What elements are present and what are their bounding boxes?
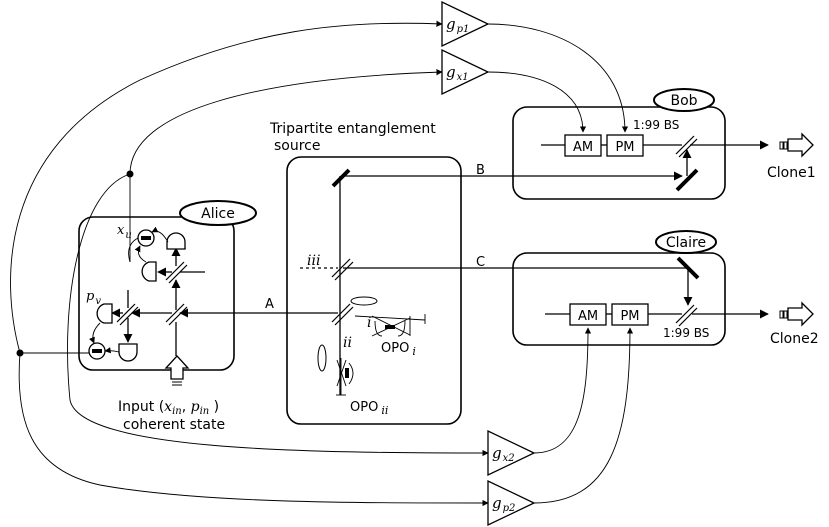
pv-junction-dot: [16, 349, 24, 357]
xu-junction-dot: [126, 170, 134, 178]
bob-label-oval: [653, 88, 715, 112]
alice-label-oval: [179, 200, 257, 226]
bob-bs-label: 1:99 BS: [633, 118, 679, 132]
beam-a-label: A: [265, 297, 274, 312]
gain-x1-label: gx1: [446, 63, 469, 83]
alice-detector-xu-left-icon: [141, 261, 157, 282]
bob-am-label: AM: [573, 140, 593, 155]
claire-bs-label: 1:99 BS: [663, 326, 709, 340]
claire-am-label: AM: [578, 309, 598, 324]
claire-pm-label: PM: [620, 309, 639, 324]
claire-optics: [545, 256, 769, 327]
feedforward-wires: [10, 20, 634, 507]
mode-i-label: i: [367, 315, 371, 331]
gain-p1-label: gp1: [446, 15, 469, 35]
alice-electronics: [88, 226, 169, 354]
beam-c-label: C: [476, 255, 485, 270]
source-title-line2: source: [274, 138, 321, 154]
clone2-arrow-icon: [779, 301, 814, 327]
input-label-line2: coherent state: [123, 417, 225, 433]
claire-label: Claire: [666, 235, 706, 251]
source-optics: [300, 168, 426, 396]
clone2-label: Clone2: [770, 331, 819, 347]
mode-ii-label: ii: [343, 335, 352, 351]
gain-p2-label: gp2: [492, 494, 515, 514]
bob-pm-box: [606, 134, 644, 157]
bob-label: Bob: [670, 93, 697, 109]
input-arrow-icon: [164, 355, 190, 386]
claire-pm-box: [611, 303, 649, 326]
clone1-label: Clone1: [767, 165, 816, 181]
mode-iii-label: iii: [307, 253, 320, 269]
claire-am-box: [569, 303, 607, 326]
alice-optics: [111, 247, 205, 356]
alice-detector-pv-bottom-icon: [118, 343, 138, 362]
source-box: [286, 156, 462, 425]
claire-label-oval: [655, 230, 717, 254]
bob-am-box: [564, 134, 602, 157]
bob-pm-label: PM: [615, 140, 634, 155]
alice-label: Alice: [201, 206, 235, 222]
alice-detector-pv-left-icon: [96, 303, 113, 324]
bob-optics: [541, 135, 769, 192]
gain-x2-label: gx2: [492, 444, 515, 464]
xu-label: xu: [117, 223, 132, 241]
claire-station-box: [512, 252, 726, 346]
alice-detector-top2-icon: [166, 232, 186, 250]
input-label-line1: Input (xin, pin ): [118, 399, 219, 417]
clone1-arrow-icon: [779, 132, 814, 158]
source-title-line1: Tripartite entanglement: [269, 121, 436, 137]
alice-station-box: [78, 216, 235, 371]
pv-label: pv: [86, 289, 101, 307]
beam-b-label: B: [476, 163, 485, 178]
